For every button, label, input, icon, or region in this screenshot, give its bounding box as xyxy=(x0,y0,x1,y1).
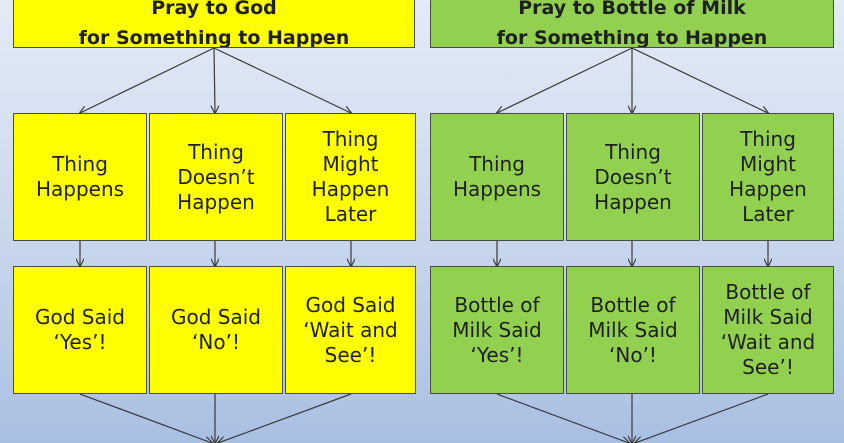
left-outcome-1: Thing Happens xyxy=(13,113,147,241)
left-interpretation-2: God Said ‘No’! xyxy=(149,266,283,394)
arrow-right-title-to-outcome-1 xyxy=(497,47,633,113)
left-title-box: Pray to God for Something to Happen xyxy=(13,0,415,48)
arrow-right-title-to-outcome-3 xyxy=(631,47,768,113)
left-outcome-3: Thing Might Happen Later xyxy=(285,113,416,241)
arrow-left-title-to-outcome-2 xyxy=(214,47,215,113)
right-interpretation-2: Bottle of Milk Said ‘No’! xyxy=(566,266,700,394)
right-outcome-2: Thing Doesn’t Happen xyxy=(566,113,700,241)
left-interpretation-3: God Said ‘Wait and See’! xyxy=(285,266,416,394)
right-outcome-1: Thing Happens xyxy=(430,113,564,241)
right-interpretation-3: Bottle of Milk Said ‘Wait and See’! xyxy=(702,266,834,394)
left-outcome-2: Thing Doesn’t Happen xyxy=(149,113,283,241)
right-interpretation-1: Bottle of Milk Said ‘Yes’! xyxy=(430,266,564,394)
arrow-left-converge-1 xyxy=(79,393,212,443)
arrow-right-converge-1 xyxy=(496,393,629,443)
right-outcome-3: Thing Might Happen Later xyxy=(702,113,834,241)
arrow-right-converge-3 xyxy=(635,393,769,443)
arrow-left-title-to-outcome-3 xyxy=(213,47,351,113)
arrow-left-title-to-outcome-1 xyxy=(80,47,215,113)
right-title-box: Pray to Bottle of Milk for Something to … xyxy=(430,0,834,48)
left-interpretation-1: God Said ‘Yes’! xyxy=(13,266,147,394)
arrow-left-converge-3 xyxy=(218,393,352,443)
